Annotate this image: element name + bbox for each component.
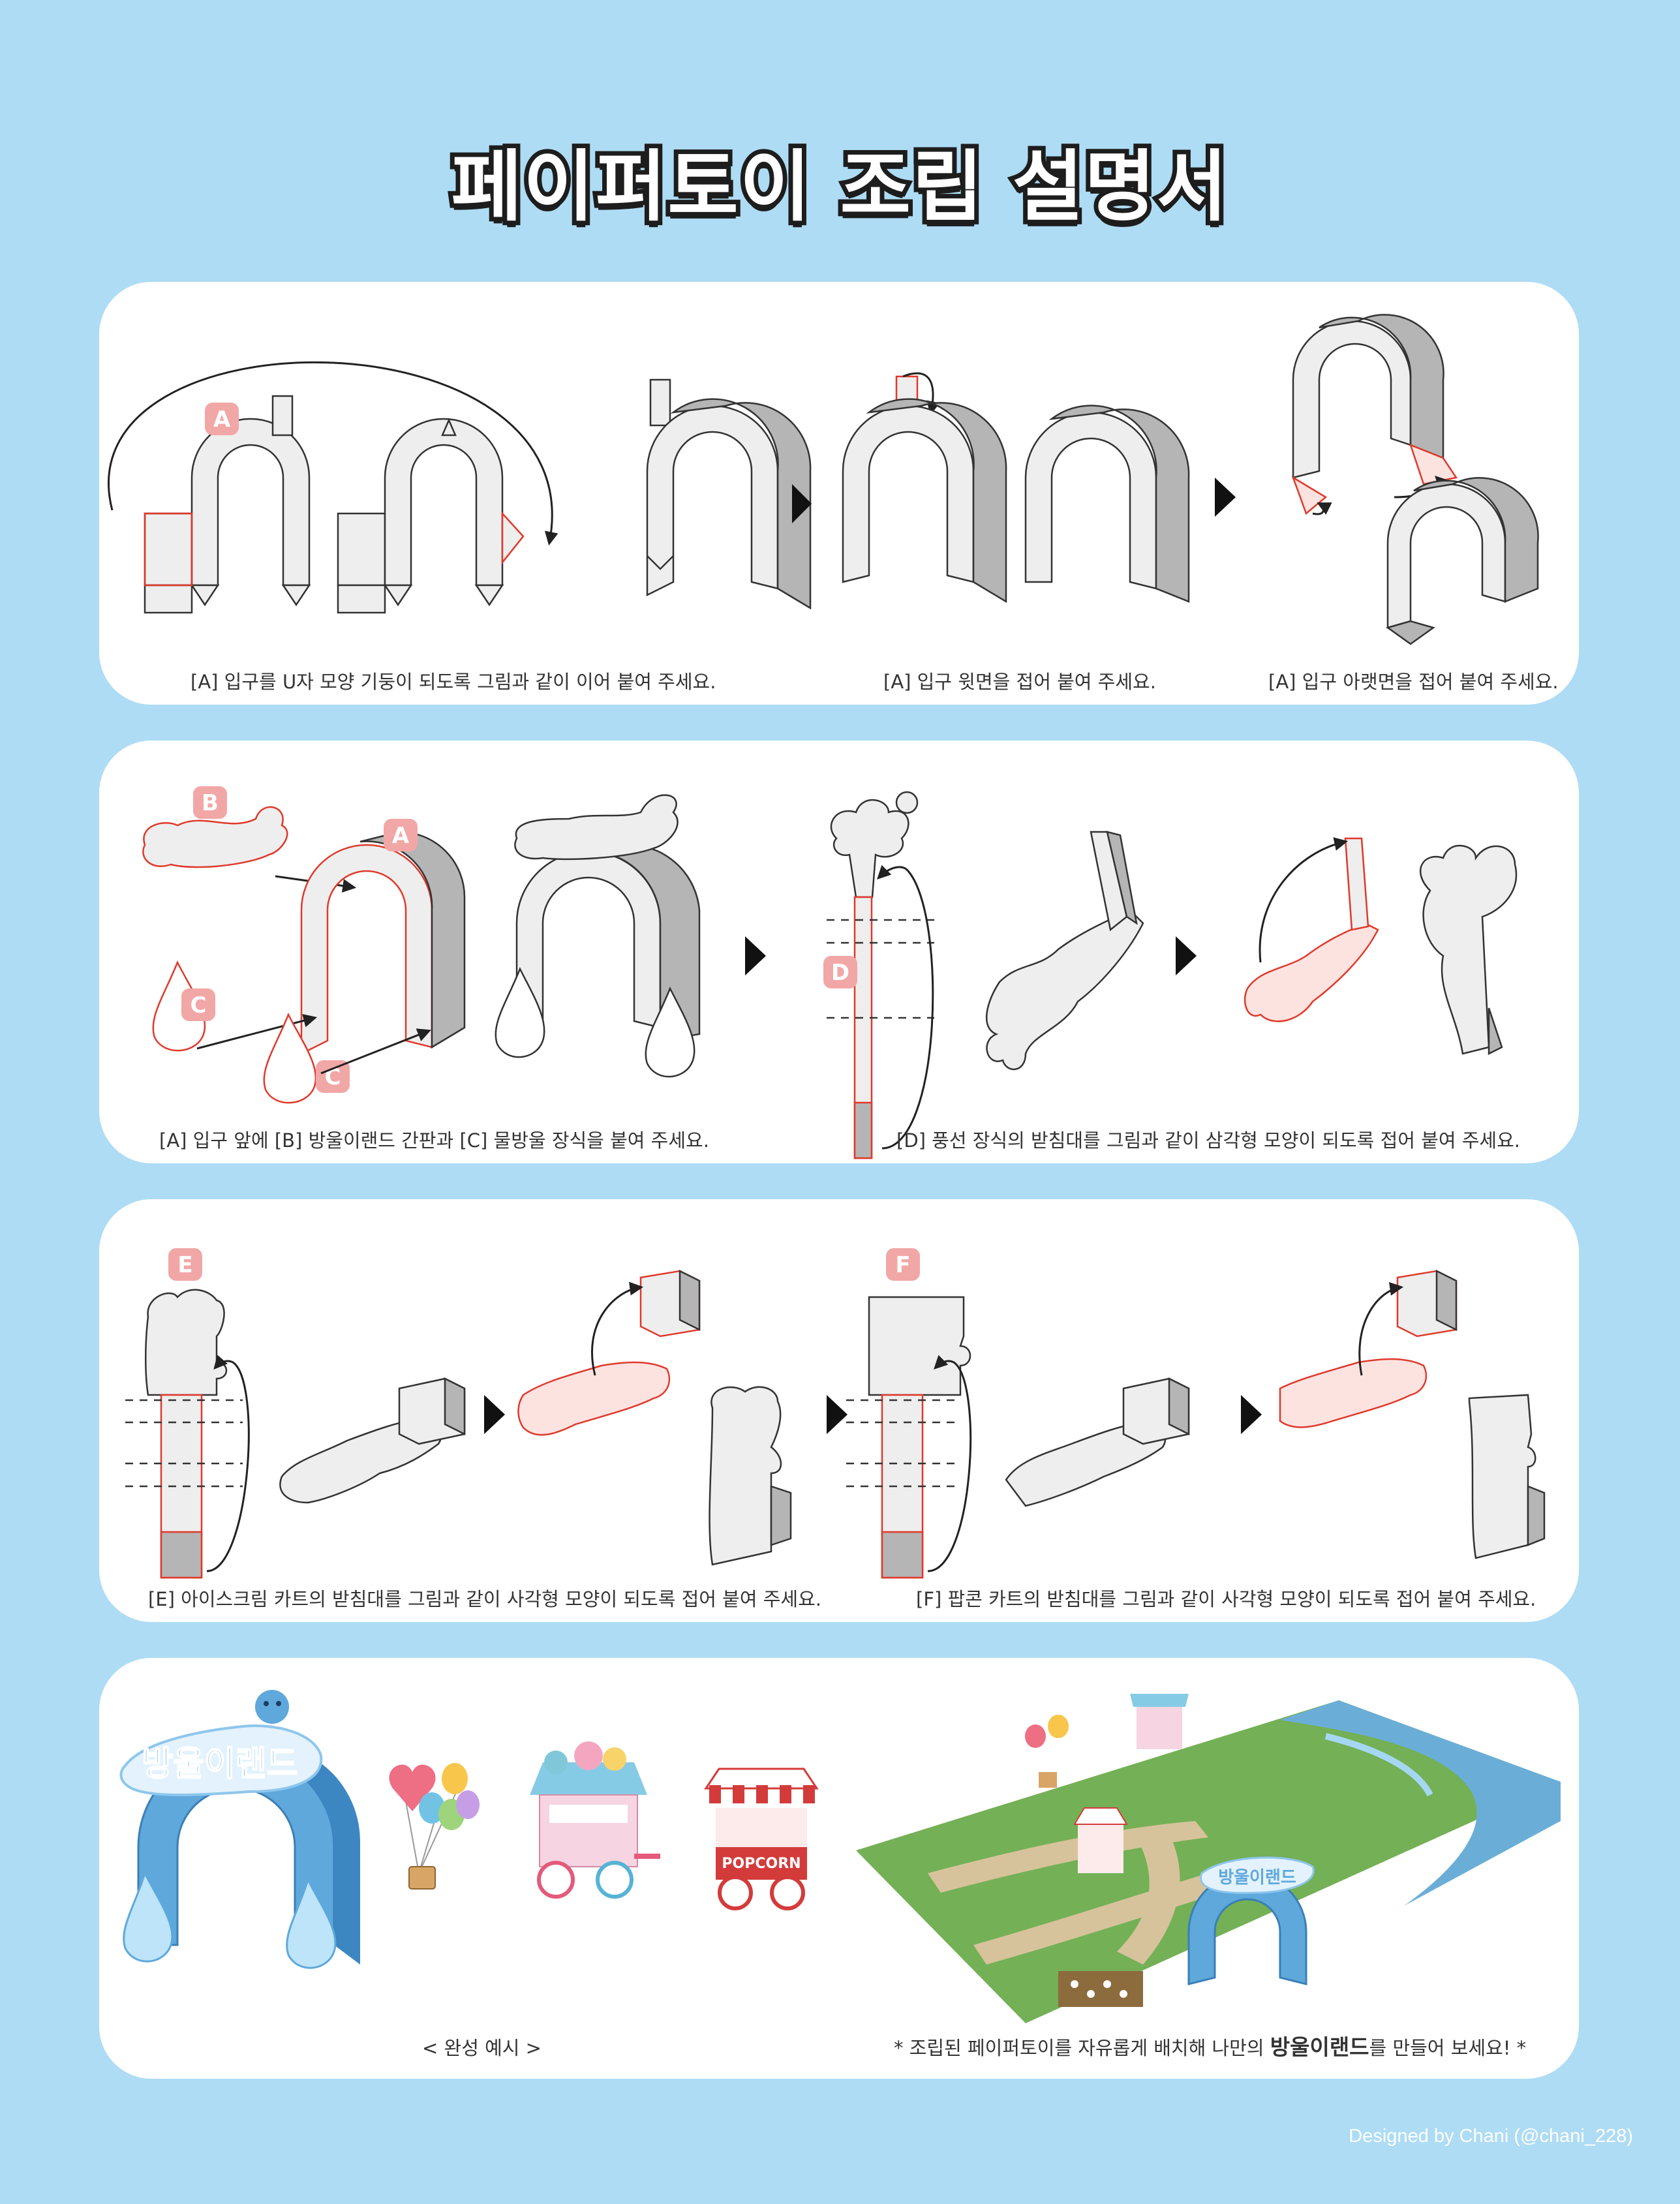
arrow-right-icon	[1215, 478, 1236, 517]
gate-folded-2	[842, 372, 1190, 604]
badge-b	[193, 786, 227, 819]
step-1-caption-3: [A] 입구 아랫면을 접어 붙여 주세요.	[1268, 671, 1559, 693]
balloon-piece	[830, 799, 909, 898]
arrow-right-icon	[1241, 1395, 1262, 1434]
finished-caption-right-post: 를 만들어 보세요! *	[1369, 2037, 1527, 2059]
finished-caption-right-bold: 방울이랜드	[1270, 2034, 1369, 2060]
badge-a-label: A	[392, 823, 410, 849]
step-2-illustration: B A C C	[142, 786, 1518, 1159]
badge-e	[168, 1248, 202, 1281]
step-2-caption-1: [A] 입구 앞에 [B] 방울이랜드 간판과 [C] 물방울 장식을 붙여 주…	[159, 1129, 709, 1152]
popcorn-label: POPCORN	[722, 1856, 801, 1872]
diorama-sign-text: 방울이랜드	[1218, 1868, 1296, 1888]
step-panel-3: E F	[99, 1199, 1579, 1622]
finished-popcorn-cart: POPCORN	[704, 1768, 819, 1910]
finished-caption-left: < 완성 예시 >	[422, 2037, 542, 2059]
step-1-illustration: A	[108, 314, 1539, 645]
finished-example-panel: 방울이랜드	[99, 1658, 1579, 2079]
step-1-caption-2: [A] 입구 윗면을 접어 붙여 주세요.	[883, 671, 1156, 693]
badge-d-label: D	[831, 960, 849, 986]
finished-ice-cream-cart	[530, 1741, 660, 1899]
arrow-right-icon	[1176, 936, 1197, 975]
step-2-caption-2: [D] 풍선 장식의 받침대를 그림과 같이 삼각형 모양이 되도록 접어 붙여…	[896, 1129, 1520, 1152]
gate-folded-1	[646, 378, 812, 610]
popcorn-cart-piece	[868, 1296, 971, 1396]
designer-credit: Designed by Chani (@chani_228)	[1349, 2126, 1633, 2147]
step-3-caption-2: [F] 팝콘 카트의 받침대를 그림과 같이 사각형 모양이 되도록 접어 붙여…	[916, 1588, 1536, 1610]
finished-example-illustration: 방울이랜드	[119, 1690, 1561, 2023]
badge-c-label: C	[191, 992, 207, 1018]
badge-a-step1: A	[205, 403, 239, 435]
gate-flat-template	[108, 361, 558, 614]
badge-a-step2	[384, 819, 418, 851]
diorama-scene: 방울이랜드	[856, 1694, 1561, 2023]
arrow-right-icon	[745, 936, 766, 975]
badge-b-label: B	[202, 790, 219, 816]
sign-text: 방울이랜드	[142, 1745, 298, 1784]
badge-d	[823, 956, 857, 988]
finished-gate: 방울이랜드	[119, 1690, 360, 1969]
water-drop-piece	[263, 1012, 317, 1104]
badge-c	[316, 1060, 350, 1093]
badge-a-label: A	[213, 406, 231, 433]
arrow-right-icon	[484, 1395, 505, 1434]
finished-caption-right-pre: * 조립된 페이퍼토이를 자유롭게 배치해 나만의	[894, 2037, 1270, 2059]
step-3-caption-1: [E] 아이스크림 카트의 받침대를 그림과 같이 사각형 모양이 되도록 접어…	[148, 1588, 822, 1610]
arrow-right-icon	[792, 484, 812, 523]
badge-f-label: F	[895, 1252, 910, 1278]
badge-c	[181, 988, 215, 1021]
arrow-right-icon	[827, 1395, 848, 1434]
step-3-illustration: E F	[125, 1248, 1546, 1579]
step-panel-1: A	[99, 282, 1579, 705]
badge-f	[886, 1248, 920, 1281]
finished-caption-right: * 조립된 페이퍼토이를 자유롭게 배치해 나만의 방울이랜드를 만들어 보세요…	[894, 2030, 1526, 2061]
gate-bottom-fold	[1291, 314, 1539, 645]
page-title: 페이퍼토이 조립 설명서	[447, 137, 1232, 236]
badge-e-label: E	[177, 1252, 192, 1278]
ice-cream-cart-piece	[145, 1289, 228, 1396]
gate-front	[300, 844, 433, 1056]
finished-balloons	[389, 1763, 480, 1890]
sign-piece	[142, 806, 288, 868]
step-panel-2: B A C C	[99, 741, 1579, 1163]
step-1-caption-1: [A] 입구를 U자 모양 기둥이 되도록 그림과 같이 이어 붙여 주세요.	[191, 671, 716, 693]
